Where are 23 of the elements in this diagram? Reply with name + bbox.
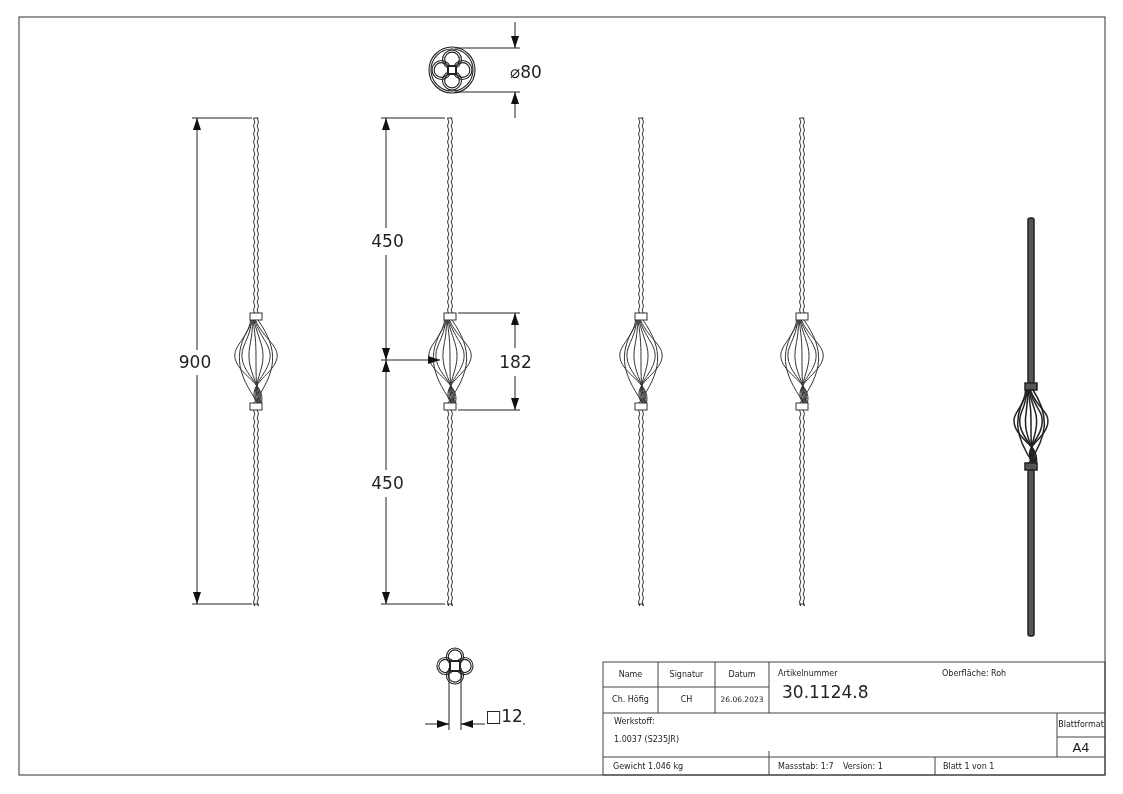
table-cell: CH — [680, 696, 693, 704]
field-label: Oberfläche: — [942, 670, 989, 678]
dimension-text: 182 — [499, 353, 532, 371]
table-header: Datum — [728, 671, 756, 679]
part-number: 30.1124.8 — [782, 683, 869, 701]
dimension-text: 900 — [178, 353, 212, 371]
table-header: Name — [618, 671, 643, 679]
dimension-text: 450 — [371, 232, 404, 250]
dimension-text: ⌀80 — [510, 63, 542, 81]
table-header: Blattformat — [1058, 721, 1104, 729]
table-cell: A4 — [1072, 741, 1090, 754]
field-label: Artikelnummer — [778, 670, 838, 678]
field-label: Werkstoff: — [614, 718, 655, 726]
table-cell: Blatt 1 von 1 — [943, 762, 995, 771]
field-value: 1.0037 (S235JR) — [614, 736, 680, 744]
table-cell: Gewicht 1.046 kg — [613, 762, 684, 771]
dimension-text: □12 — [485, 707, 523, 725]
dimension-text: 450 — [371, 474, 404, 492]
table-header: Signatur — [669, 671, 704, 679]
field-value: Roh — [991, 670, 1007, 678]
table-cell: Ch. Höfig — [612, 696, 649, 704]
table-cell: Version: 1 — [843, 762, 883, 771]
table-cell: Massstab: 1:7 — [778, 762, 834, 771]
